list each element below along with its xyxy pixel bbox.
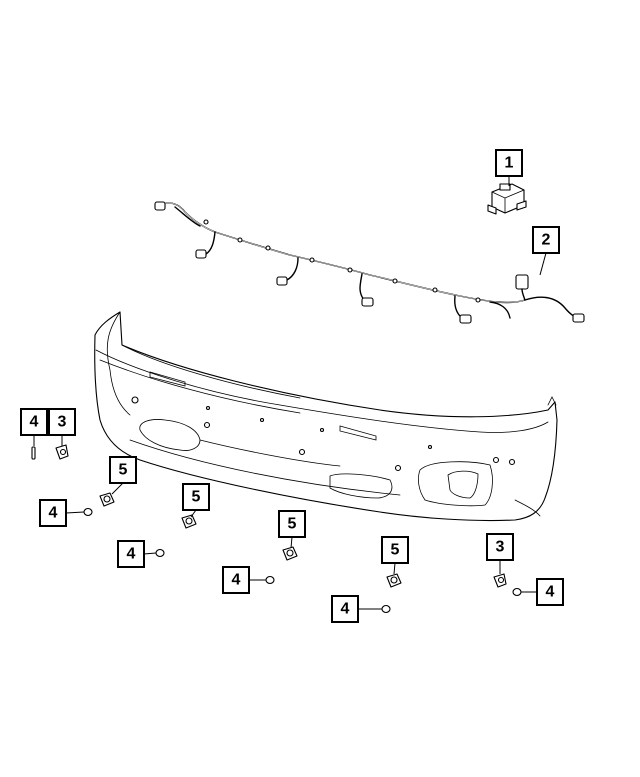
callout-5-b-label: 5 [192, 489, 201, 506]
grommet-4-b [155, 548, 165, 558]
callout-5-d-label: 5 [391, 542, 400, 559]
callout-4-c-label: 4 [127, 546, 136, 563]
callout-2-label: 2 [542, 232, 551, 249]
callout-4-f: 4 [536, 578, 564, 606]
callout-4-a-label: 4 [30, 414, 39, 431]
callout-4-e: 4 [331, 595, 359, 623]
callout-5-b: 5 [182, 483, 210, 511]
callout-4-d-label: 4 [232, 572, 241, 589]
callout-1-label: 1 [505, 155, 514, 172]
callout-4-a: 4 [20, 408, 48, 436]
park-sensor-5-c [282, 546, 298, 561]
grommet-4-c [265, 575, 275, 585]
leader-lines [33, 176, 547, 610]
callout-4-e-label: 4 [341, 601, 350, 618]
callout-5-c-label: 5 [288, 516, 297, 533]
park-sensor-5-d [386, 573, 402, 588]
grommet-4-e [512, 587, 522, 597]
callout-5-d: 5 [381, 536, 409, 564]
callout-1: 1 [495, 149, 523, 177]
callout-3-left: 3 [48, 408, 76, 436]
callout-3-right: 3 [486, 533, 514, 561]
sensor-retainer-3-left [55, 444, 69, 460]
callout-4-c: 4 [117, 540, 145, 568]
callout-5-a-label: 5 [119, 462, 128, 479]
callout-3-left-label: 3 [58, 414, 67, 431]
grommet-4-a [83, 507, 93, 517]
callout-4-d: 4 [222, 566, 250, 594]
pin-4-left [31, 446, 36, 460]
callout-4-b-label: 4 [49, 505, 58, 522]
callout-4-b: 4 [39, 499, 67, 527]
callout-2: 2 [532, 226, 560, 254]
callout-4-f-label: 4 [546, 584, 555, 601]
callout-5-c: 5 [278, 510, 306, 538]
wiring-harness [154, 201, 585, 324]
callout-3-right-label: 3 [496, 539, 505, 556]
front-bumper [94, 311, 558, 522]
callout-5-a: 5 [109, 456, 137, 484]
grommet-4-d [381, 604, 391, 614]
park-sensor-5-a [99, 492, 115, 507]
sensor-retainer-3-right [493, 573, 507, 588]
park-sensor-5-b [181, 514, 197, 529]
park-assist-module [487, 183, 527, 215]
